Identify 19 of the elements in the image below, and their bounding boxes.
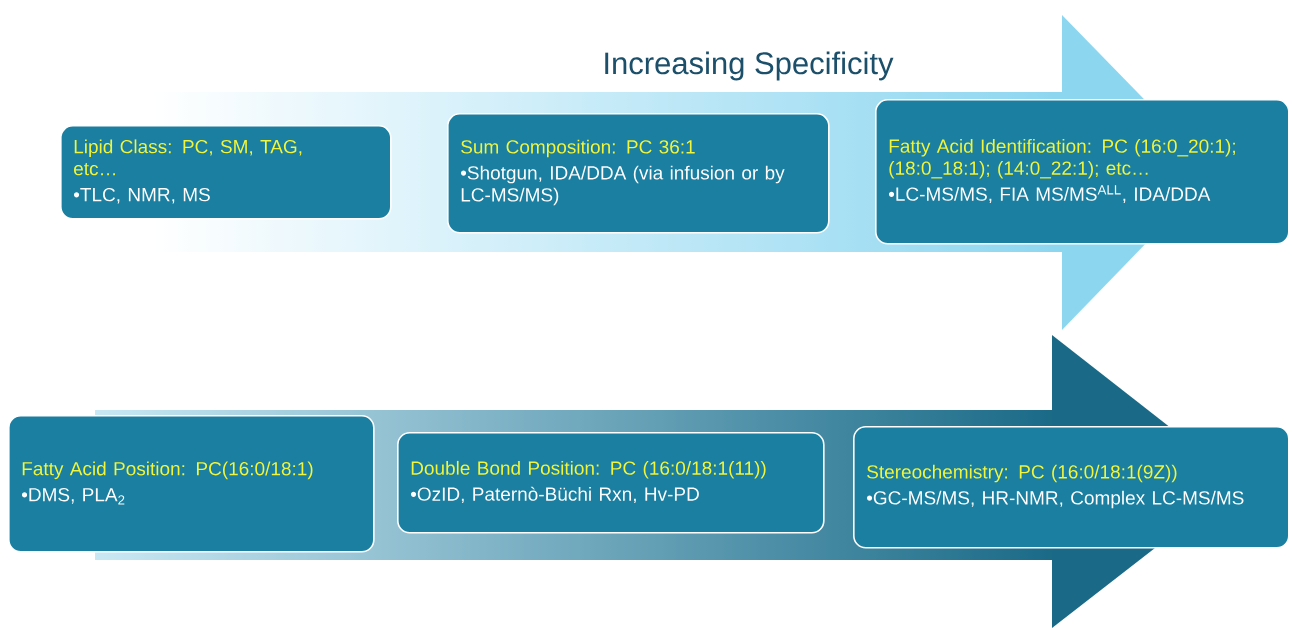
box-heading: Stereochemistry: PC (16:0/18:1(9Z))	[867, 464, 1177, 483]
process-box	[853, 426, 1290, 549]
process-box	[60, 125, 392, 220]
bullet-text: •LC-MS/MS, FIA MS/MS$^{ALL}$, IDA/DDA	[888, 185, 1211, 204]
bullet-text: •TLC, NMR, MS	[73, 187, 210, 204]
process-box	[447, 113, 830, 234]
box-heading: Lipid Class: PC, SM, TAG, etc…	[74, 139, 302, 176]
process-box	[8, 415, 375, 553]
process-box	[875, 99, 1290, 245]
bullet-text: •DMS, PLA$_{2}$	[21, 487, 125, 505]
heading: Increasing Specificity	[605, 51, 894, 81]
bullet-text: •OzID, Paternò-Büchi Rxn, Hv-PD	[410, 486, 699, 504]
bullet-text: •Shotgun, IDA/DDA (via infusion or by LC-MS/MS)	[460, 165, 785, 206]
box-heading: Double Bond Position: PC (16:0/18:1(11))	[411, 460, 766, 479]
box-heading: Sum Composition: PC 36:1	[461, 139, 695, 158]
box-heading: Fatty Acid Position: PC(16:0/18:1)	[22, 461, 313, 480]
bullet-text: •GC-MS/MS, HR-NMR, Complex LC-MS/MS	[866, 490, 1244, 509]
process-box	[397, 432, 825, 534]
box-heading: Fatty Acid Identification: PC (16:0_20:1); (18:0_18:1); (14:0_22:1); etc…	[889, 138, 1235, 179]
